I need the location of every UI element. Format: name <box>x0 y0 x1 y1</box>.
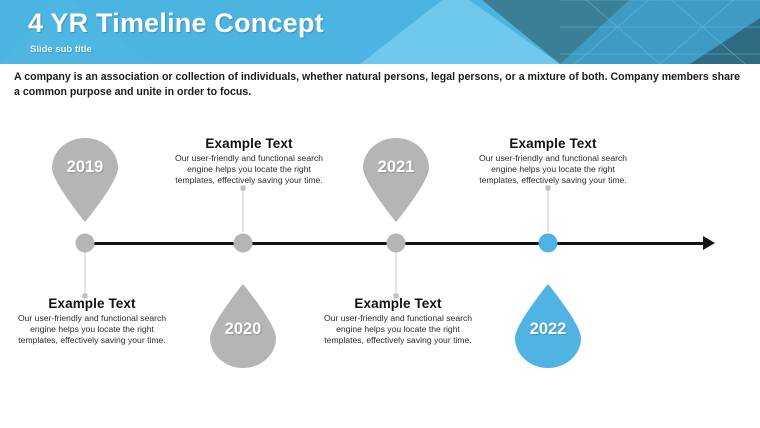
text-block-2022: Example Text Our user-friendly and funct… <box>471 136 635 187</box>
text-block-body-2021: Our user-friendly and functional search … <box>323 313 473 346</box>
intro-paragraph: A company is an association or collectio… <box>14 71 741 98</box>
text-block-heading-2022: Example Text <box>509 136 597 151</box>
text-block-2021: Example Text Our user-friendly and funct… <box>316 296 480 347</box>
connector-cap-2019 <box>82 293 88 299</box>
pin-marker-2019[interactable]: 2019 <box>52 138 118 222</box>
connector-cap-2021 <box>393 293 399 299</box>
timeline-arrow-icon <box>703 236 715 250</box>
text-block-body-2022: Our user-friendly and functional search … <box>478 153 628 186</box>
pin-year-label-2021: 2021 <box>377 158 415 176</box>
page-subtitle: Slide sub title <box>30 44 92 55</box>
text-block-heading-2019: Example Text <box>48 296 136 311</box>
connector-stem-2019 <box>84 252 86 296</box>
timeline-dot-2019[interactable] <box>75 233 95 253</box>
text-block-heading-2021: Example Text <box>354 296 442 311</box>
connector-cap-2022 <box>545 185 551 191</box>
pin-marker-2020[interactable]: 2020 <box>210 284 276 368</box>
connector-stem-2022 <box>547 188 549 232</box>
pin-marker-2022[interactable]: 2022 <box>515 284 581 368</box>
header-geometric-pattern <box>0 0 760 64</box>
page-title: 4 YR Timeline Concept <box>28 8 324 38</box>
text-block-2019: Example Text Our user-friendly and funct… <box>10 296 174 347</box>
pin-year-label-2022: 2022 <box>529 320 567 338</box>
slide-header: 4 YR Timeline Concept Slide sub title <box>0 0 760 64</box>
pin-year-label-2020: 2020 <box>224 320 262 338</box>
pin-marker-2021[interactable]: 2021 <box>363 138 429 222</box>
text-block-2020: Example Text Our user-friendly and funct… <box>167 136 331 187</box>
connector-stem-2021 <box>395 252 397 296</box>
pin-year-label-2019: 2019 <box>66 158 104 176</box>
text-block-heading-2020: Example Text <box>205 136 293 151</box>
connector-stem-2020 <box>242 188 244 232</box>
connector-cap-2020 <box>240 185 246 191</box>
timeline-dot-2022[interactable] <box>538 233 558 253</box>
text-block-body-2019: Our user-friendly and functional search … <box>17 313 167 346</box>
text-block-body-2020: Our user-friendly and functional search … <box>174 153 324 186</box>
timeline-dot-2021[interactable] <box>386 233 406 253</box>
timeline-dot-2020[interactable] <box>233 233 253 253</box>
